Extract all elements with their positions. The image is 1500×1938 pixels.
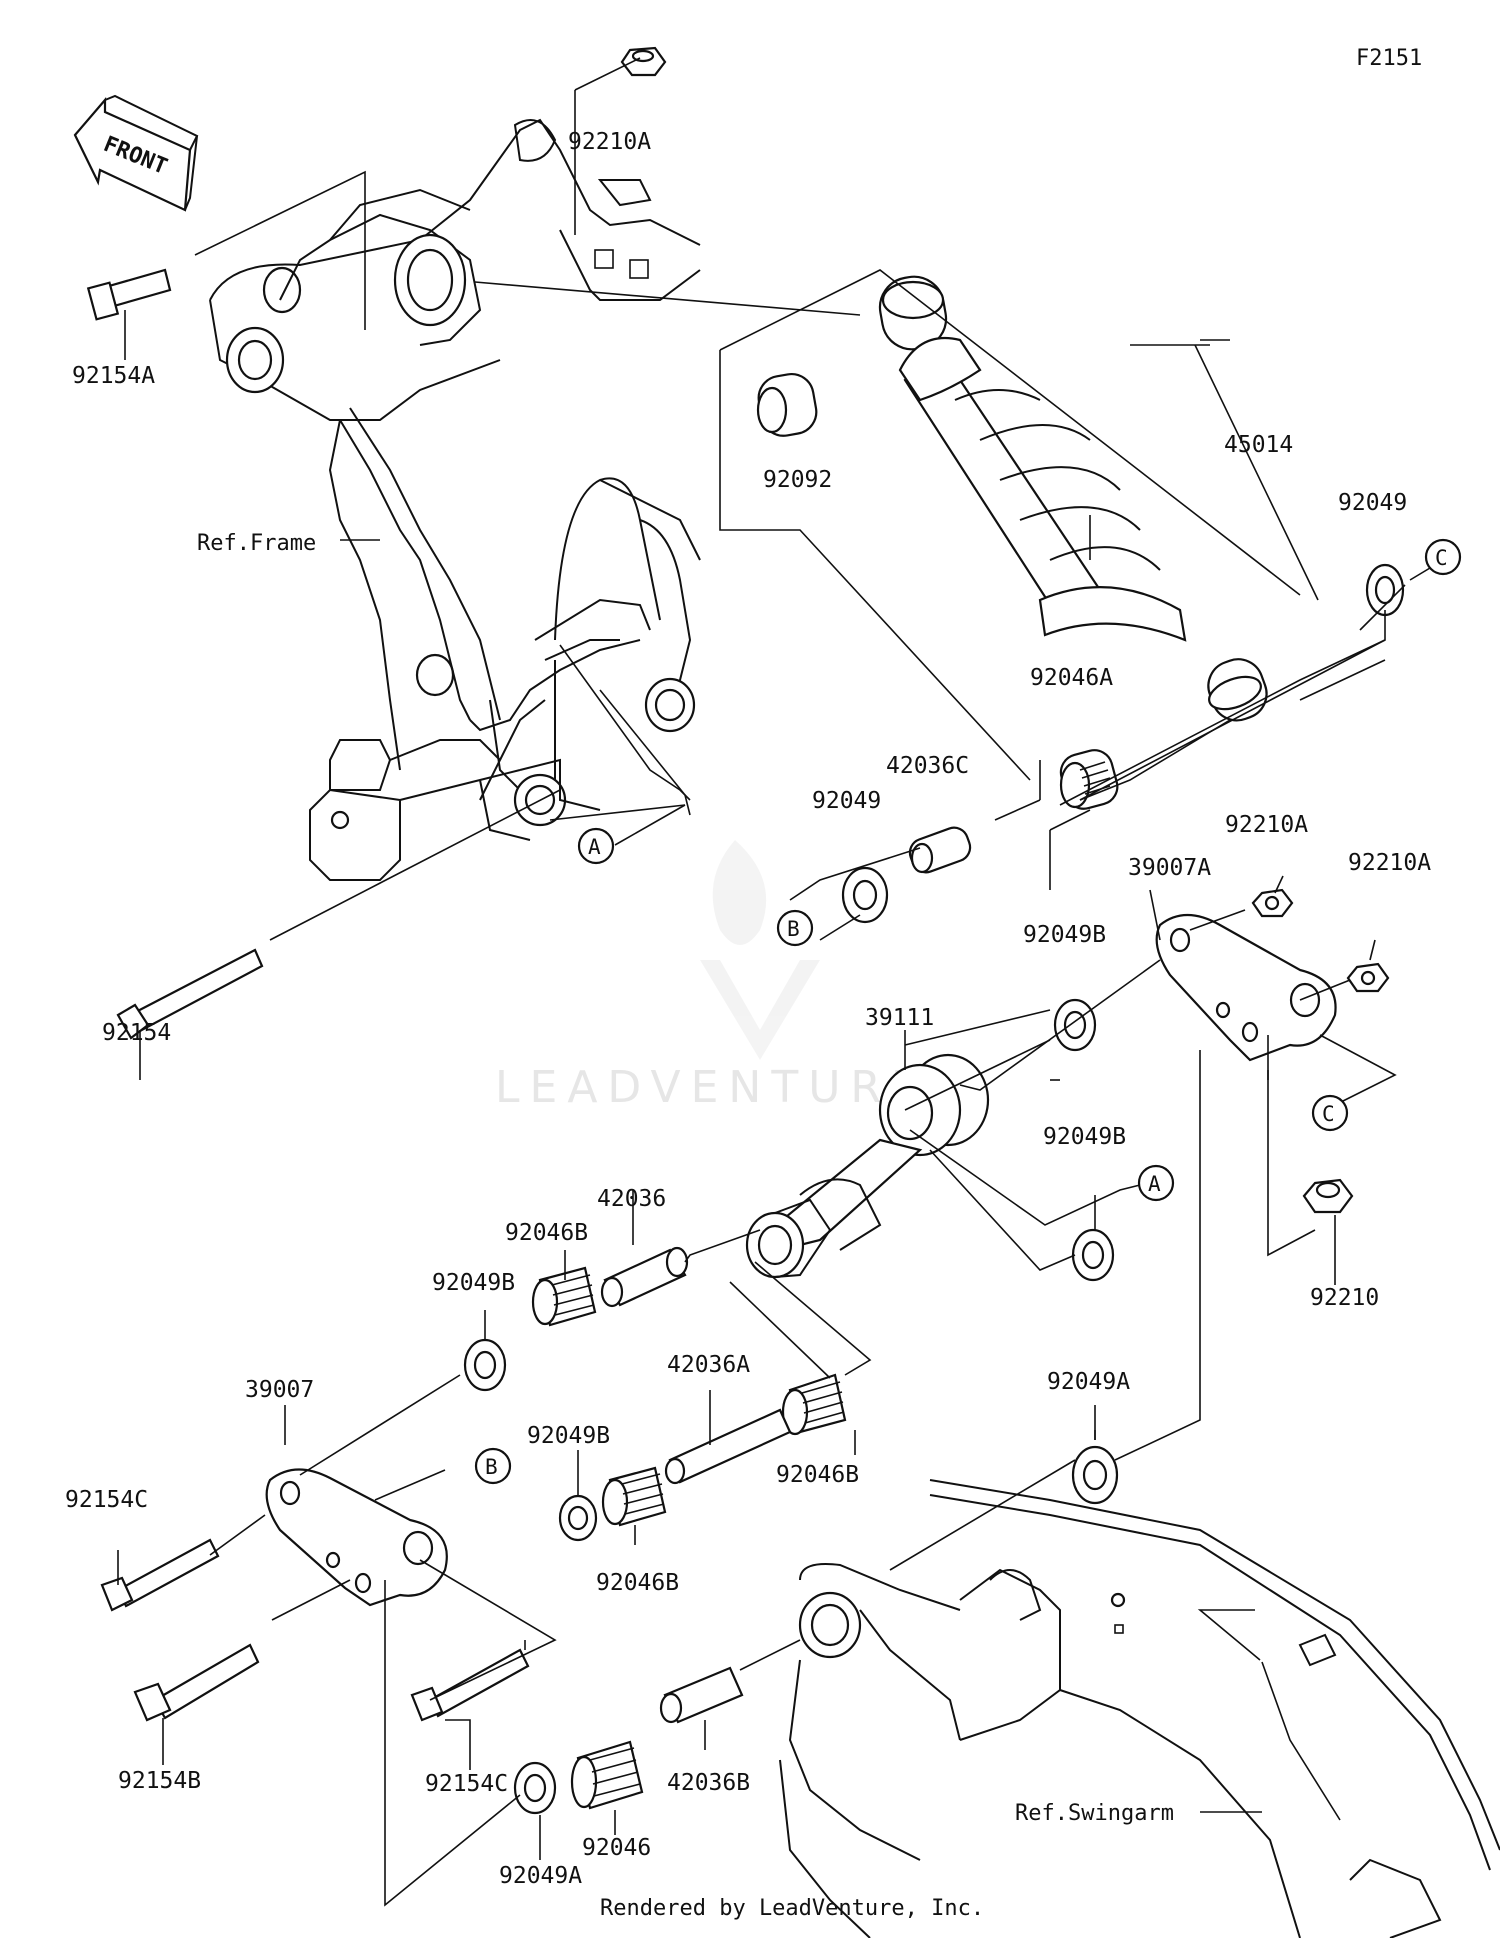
label-92049A-b: 92049A [499, 1863, 582, 1889]
label-92049B-b: 92049B [1043, 1124, 1126, 1150]
label-92046A: 92046A [1030, 665, 1113, 691]
label-45014: 45014 [1224, 432, 1293, 458]
seal-92049-mid [841, 866, 889, 924]
label-92049B-a: 92049B [1023, 922, 1106, 948]
callout-b-plate: B [474, 1447, 512, 1485]
nut-92210A-b [1346, 962, 1390, 993]
label-92092: 92092 [763, 467, 832, 493]
sleeve-42036C [908, 826, 972, 874]
seal-92049B-d [558, 1494, 598, 1542]
label-39007A: 39007A [1128, 855, 1211, 881]
nut-92210A-a [1251, 888, 1294, 918]
label-92049-right: 92049 [1338, 490, 1407, 516]
collar-92092 [756, 372, 818, 437]
seal-92049-right [1365, 563, 1405, 617]
label-92154C-b: 92154C [425, 1771, 508, 1797]
label-92154A: 92154A [72, 363, 155, 389]
callout-a-frame: A [577, 827, 615, 865]
footer-credit: Rendered by LeadVenture, Inc. [600, 1896, 985, 1921]
svg-text:A: A [588, 835, 601, 859]
label-92046: 92046 [582, 1835, 651, 1861]
svg-text:A: A [1148, 1172, 1161, 1196]
label-92049A-a: 92049A [1047, 1369, 1130, 1395]
bolt-92154 [116, 948, 264, 1040]
sleeve-42036 [600, 1246, 689, 1308]
nut-92210A-top [620, 46, 667, 77]
label-92210A-top: 92210A [568, 129, 651, 155]
label-92049B-c: 92049B [432, 1270, 515, 1296]
bolt-92154C-b [410, 1648, 530, 1722]
frame-drawing [209, 118, 701, 881]
sleeve-42036A [664, 1408, 792, 1485]
shock-absorber-45014 [878, 275, 1268, 722]
callout-a-rocker: A [1137, 1164, 1175, 1202]
bolt-92154C-a [100, 1538, 220, 1612]
svg-text:C: C [1322, 1102, 1335, 1126]
label-92049-mid: 92049 [812, 788, 881, 814]
bearing-92046B-b [781, 1373, 847, 1436]
callout-c-plate: C [1311, 1094, 1349, 1132]
nut-92210 [1302, 1178, 1354, 1214]
label-92154: 92154 [102, 1020, 171, 1046]
label-92046B-a: 92046B [505, 1220, 588, 1246]
label-92154B: 92154B [118, 1768, 201, 1794]
watermark-text: LEADVENTURE [495, 1062, 929, 1113]
label-92210A-b: 92210A [1348, 850, 1431, 876]
leader-lines [117, 57, 1436, 1907]
label-92049B-d: 92049B [527, 1423, 610, 1449]
svg-text:C: C [1435, 546, 1448, 570]
bearing-92046B-c [601, 1466, 667, 1527]
ref-swingarm-label: Ref.Swingarm [1015, 1801, 1174, 1826]
bolt-92154A [86, 268, 172, 321]
label-42036C: 42036C [886, 753, 969, 779]
svg-text:B: B [787, 917, 800, 941]
label-92210: 92210 [1310, 1285, 1379, 1311]
bearing-92046 [570, 1740, 644, 1810]
label-42036B: 42036B [667, 1770, 750, 1796]
label-92046B-b: 92046B [776, 1462, 859, 1488]
diagram-code: F2151 [1356, 46, 1423, 71]
seal-92049B-a [1053, 998, 1097, 1052]
seal-92049A-a [1071, 1445, 1119, 1505]
svg-text:B: B [485, 1455, 498, 1479]
watermark-logo [700, 840, 820, 1060]
seal-92049A-b [513, 1761, 557, 1815]
label-92046B-c: 92046B [596, 1570, 679, 1596]
label-39007: 39007 [245, 1377, 314, 1403]
plate-39007 [265, 1468, 448, 1607]
seal-92049B-c [463, 1338, 507, 1392]
plate-39007A [1155, 914, 1337, 1062]
label-42036A: 42036A [667, 1352, 750, 1378]
label-39111: 39111 [865, 1005, 934, 1031]
swingarm-drawing [779, 1479, 1500, 1938]
callout-b-mid: B [776, 909, 814, 947]
seal-92049B-b [1071, 1228, 1115, 1282]
label-42036: 42036 [597, 1186, 666, 1212]
bolt-92154B [133, 1643, 260, 1722]
label-92210A-a: 92210A [1225, 812, 1308, 838]
ref-frame-label: Ref.Frame [197, 531, 316, 556]
callout-c-shock: C [1424, 538, 1462, 576]
label-92154C-a: 92154C [65, 1487, 148, 1513]
bearing-92046B-a [531, 1266, 597, 1327]
front-arrow-icon: FRONT [73, 94, 199, 212]
sleeve-42036B [659, 1666, 744, 1724]
bearing-92046A [1059, 749, 1119, 810]
rocker-arm-39111 [745, 1053, 990, 1279]
